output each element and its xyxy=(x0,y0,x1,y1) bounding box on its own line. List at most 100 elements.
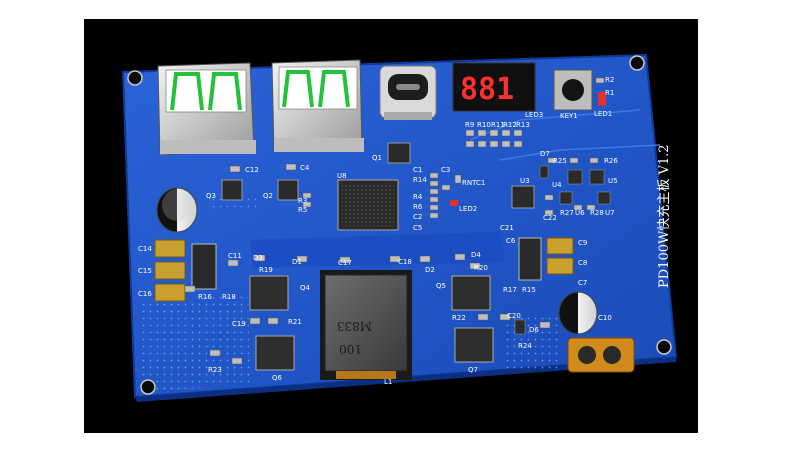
label-r19: R19 xyxy=(259,266,273,274)
label-l1: L1 xyxy=(384,378,392,386)
mounting-hole-bl xyxy=(140,379,156,395)
label-r27: R27 xyxy=(560,209,574,217)
label-r17: R17 xyxy=(503,286,517,294)
label-r16: R16 xyxy=(198,293,212,301)
label-r22: R22 xyxy=(452,314,466,322)
label-r2: R2 xyxy=(605,76,614,84)
label-u5: U5 xyxy=(608,177,618,185)
label-key1: KEY1 xyxy=(560,112,578,120)
label-c14: C14 xyxy=(138,245,152,253)
label-r9: R9 xyxy=(465,121,474,129)
mounting-hole-br xyxy=(656,339,672,355)
label-r18: R18 xyxy=(222,293,236,301)
label-u3: U3 xyxy=(520,177,530,185)
capacitor-c15 xyxy=(154,261,186,280)
label-led1: LED1 xyxy=(594,110,612,118)
label-c9: C9 xyxy=(578,239,587,247)
label-led3: LED3 xyxy=(525,111,543,119)
label-r5: R5 xyxy=(298,206,307,214)
label-c8: C8 xyxy=(578,259,587,267)
electrolytic-capacitor-right xyxy=(558,291,598,335)
display-digits: 881 xyxy=(460,72,514,107)
screw-terminal xyxy=(567,337,635,373)
label-u6: U6 xyxy=(575,209,585,217)
label-u8: U8 xyxy=(337,172,347,180)
resistor-r16 xyxy=(191,243,217,290)
label-r23: R23 xyxy=(208,366,222,374)
mosfet-q3 xyxy=(221,179,243,201)
ic-u3 xyxy=(511,185,535,209)
label-u7: U7 xyxy=(605,209,615,217)
label-c19: C19 xyxy=(232,320,246,328)
label-r6: R6 xyxy=(413,203,423,211)
label-r24: R24 xyxy=(518,342,532,350)
label-d6: D6 xyxy=(529,326,539,334)
label-c12: C12 xyxy=(245,166,259,174)
usb-a-port-1 xyxy=(157,62,256,156)
via-field-right xyxy=(505,315,562,373)
label-d3: D3 xyxy=(253,254,263,262)
label-led2: LED2 xyxy=(459,205,477,213)
capacitor-c16 xyxy=(154,283,186,302)
label-q2: Q2 xyxy=(263,192,273,200)
label-d2: D2 xyxy=(425,266,435,274)
label-r20: R20 xyxy=(474,264,488,272)
mosfet-q2 xyxy=(277,179,299,201)
label-u4: U4 xyxy=(552,181,562,189)
led1 xyxy=(598,92,606,106)
label-r12: R12 xyxy=(503,121,517,129)
label-c22: C22 xyxy=(543,214,557,222)
smd-components xyxy=(184,77,605,365)
label-r3: R3 xyxy=(298,197,307,205)
via-field-left xyxy=(137,296,250,392)
label-c6: C6 xyxy=(506,237,516,245)
capacitor-c14 xyxy=(154,239,186,258)
small-ics xyxy=(514,165,611,335)
seven-segment-display: 881 xyxy=(452,62,536,112)
label-q7: Q7 xyxy=(468,366,478,374)
main-controller-chip-u8 xyxy=(337,179,399,231)
inductor-l1: 100 M833 xyxy=(320,270,412,380)
label-c3: C3 xyxy=(441,166,450,174)
label-c20: C20 xyxy=(507,312,521,320)
label-c7: C7 xyxy=(578,279,587,287)
label-c11: C11 xyxy=(228,252,242,260)
inductor-marking-top: 100 xyxy=(339,342,362,356)
mounting-hole-tl xyxy=(127,70,143,86)
board-title: PD100W快充主板 V1.2 xyxy=(656,144,672,288)
label-c21: C21 xyxy=(500,224,514,232)
trace-2 xyxy=(499,144,661,161)
label-r14: R14 xyxy=(413,176,427,184)
label-c18: C18 xyxy=(398,258,412,266)
usb-a-port-2 xyxy=(271,59,364,153)
label-c10: C10 xyxy=(598,314,612,322)
label-c2: C2 xyxy=(413,213,422,221)
label-c15: C15 xyxy=(138,267,152,275)
label-q4: Q4 xyxy=(300,284,311,292)
label-d4: D4 xyxy=(471,251,481,259)
mosfet-q4 xyxy=(249,275,289,311)
label-r28: R28 xyxy=(590,209,604,217)
label-r11: R11 xyxy=(491,121,505,129)
silkscreen-labels: C12 C4 Q1 Q2 Q3 U8 R3 R5 C14 C15 C16 R16… xyxy=(138,76,672,386)
label-q1: Q1 xyxy=(372,154,382,162)
label-r10: R10 xyxy=(477,121,491,129)
label-c16: C16 xyxy=(138,290,152,298)
label-c17: C17 xyxy=(338,259,352,267)
label-r15: R15 xyxy=(522,286,536,294)
label-rntc1: RNTC1 xyxy=(462,179,485,187)
key1-tactile-button xyxy=(553,69,593,111)
label-d7: D7 xyxy=(540,150,550,158)
label-r1: R1 xyxy=(605,89,614,97)
resistor-r15 xyxy=(518,237,542,281)
label-r26: R26 xyxy=(604,157,618,165)
electrolytic-capacitor-left xyxy=(156,187,198,233)
label-c5: C5 xyxy=(413,224,422,232)
inductor-marking-bottom: M833 xyxy=(337,319,372,333)
usb-c-port xyxy=(379,65,437,120)
label-c4: C4 xyxy=(300,164,310,172)
capacitor-c9 xyxy=(546,237,574,255)
mounting-hole-tr xyxy=(629,55,645,71)
label-q5: Q5 xyxy=(436,282,446,290)
